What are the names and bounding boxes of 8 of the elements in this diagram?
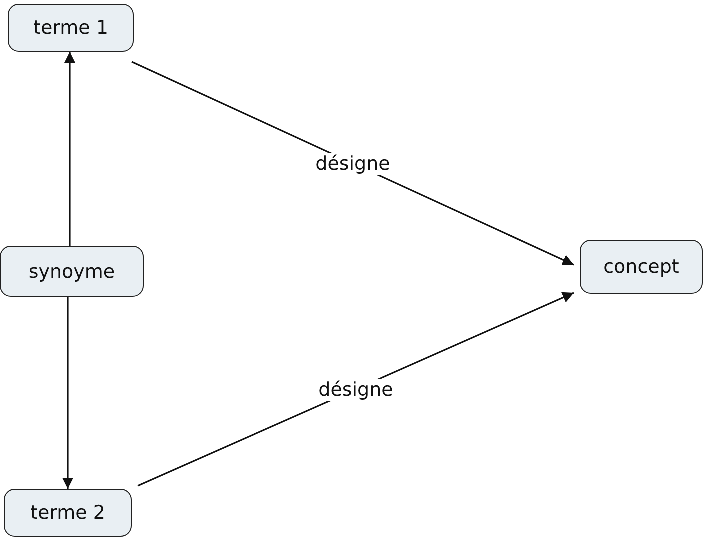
concept-box: terme 1: [8, 4, 134, 52]
concept-box: terme 2: [4, 489, 132, 537]
arrow: [64, 52, 76, 246]
arrow: [62, 297, 74, 489]
concept-box: synoyme: [0, 246, 144, 297]
arrow: [138, 292, 574, 487]
arrow: [132, 61, 574, 266]
concept-box: concept: [580, 240, 703, 294]
